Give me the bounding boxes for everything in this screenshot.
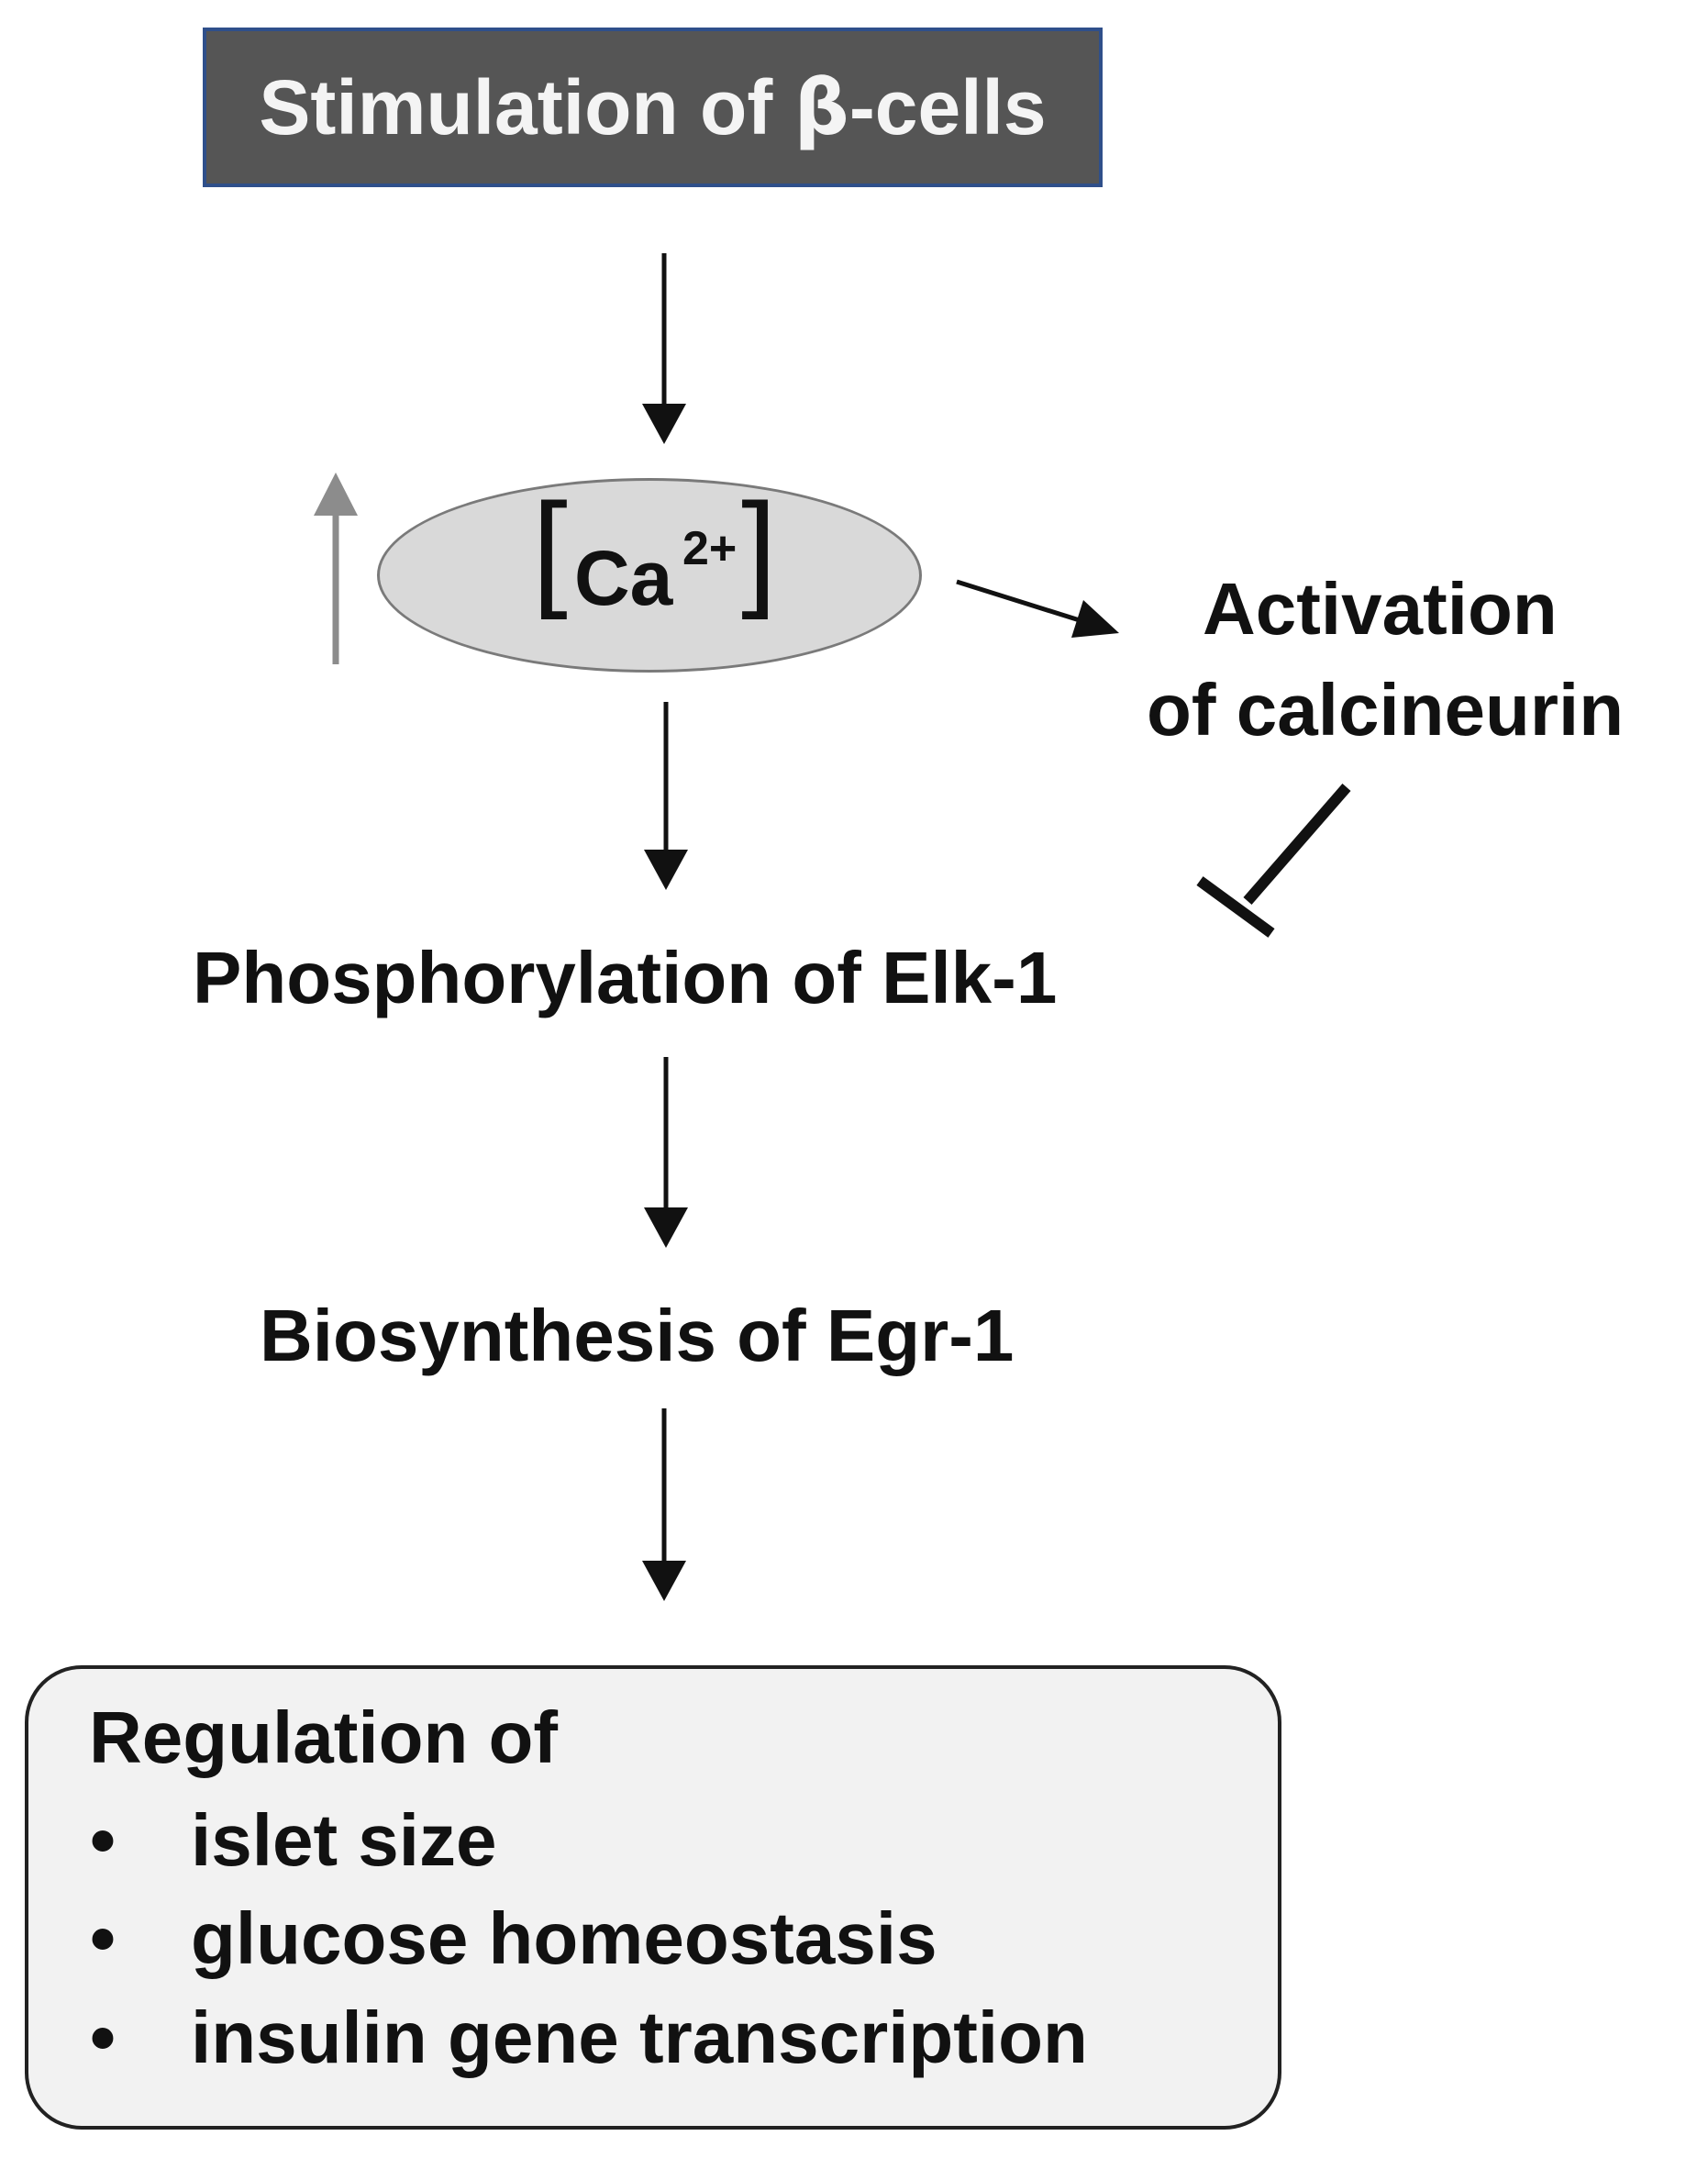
stimulation-box: Stimulation of β-cells: [203, 28, 1103, 187]
calcium-ion-label: Ca: [574, 535, 673, 621]
arrowhead-icon: [644, 850, 688, 890]
elk1-label: Phosphorylation of Elk-1: [193, 937, 1058, 1018]
stimulation-label: Stimulation of β-cells: [259, 62, 1047, 152]
bullet-icon: •: [90, 1799, 116, 1881]
close-bracket: ]: [741, 476, 777, 620]
arrowhead-icon: [642, 404, 686, 444]
outcome-item: insulin gene transcription: [191, 1997, 1088, 2078]
outcome-item: glucose homeostasis: [191, 1897, 937, 1979]
open-bracket: [: [532, 476, 568, 620]
bullet-icon: •: [90, 1997, 116, 2078]
inhibition-line: [1243, 784, 1351, 905]
bullet-icon: •: [90, 1897, 116, 1979]
calcium-charge-label: 2+: [682, 522, 738, 575]
calcium-ellipse: [377, 478, 922, 673]
outcome-box: [25, 1665, 1281, 2130]
outcome-title: Regulation of: [89, 1696, 559, 1778]
arrowhead-icon: [644, 1207, 688, 1248]
up-arrow-icon: [314, 473, 358, 516]
calcineurin-label-line1: Activation: [1203, 568, 1558, 650]
egr1-label: Biosynthesis of Egr-1: [260, 1295, 1015, 1376]
arrowhead-icon: [1071, 600, 1119, 638]
calcineurin-label-line2: of calcineurin: [1147, 669, 1625, 751]
arrow-calcium-to-calcineurin: [956, 579, 1083, 624]
outcome-item: islet size: [191, 1799, 497, 1881]
arrowhead-icon: [642, 1561, 686, 1601]
inhibition-bar: [1196, 876, 1275, 938]
